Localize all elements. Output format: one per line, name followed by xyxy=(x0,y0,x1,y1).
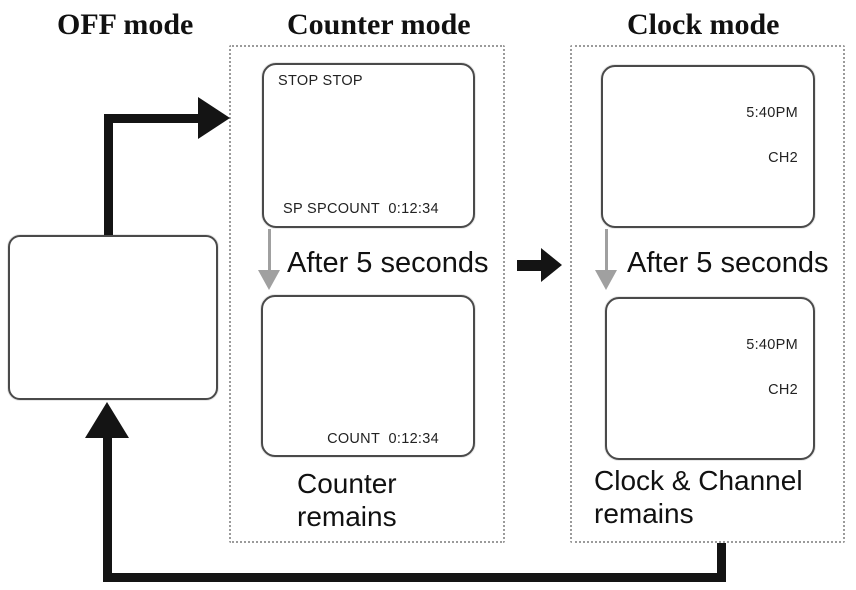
clock-osd-bottom: 5:40PM CH2 xyxy=(746,308,798,428)
counter-caption-line1: Counter xyxy=(297,468,397,499)
clock-osd-top: 5:40PM CH2 xyxy=(746,76,798,196)
counter-remaining-osd-text: COUNT 0:12:34 xyxy=(327,431,439,447)
off-mode-screen xyxy=(8,235,218,400)
clock-transition-label: After 5 seconds xyxy=(627,247,829,279)
counter-caption: Counter remains xyxy=(297,467,397,533)
return-arrow-right-vertical xyxy=(717,543,726,582)
counter-status-text: STOP STOP xyxy=(278,73,363,89)
counter-screen-stopped: STOP STOP SP SPCOUNT 0:12:34 xyxy=(262,63,475,228)
clock-channel-text: CH2 xyxy=(768,382,798,398)
counter-transition-label: After 5 seconds xyxy=(287,247,489,279)
return-arrow-horizontal xyxy=(103,573,726,582)
clock-time-text: 5:40PM xyxy=(746,337,798,353)
arrow-right-icon xyxy=(541,248,562,282)
arrow-down-icon xyxy=(258,270,280,290)
off-mode-title: OFF mode xyxy=(57,8,194,41)
after-seconds-down-arrow-line-clock xyxy=(605,229,608,272)
off-to-counter-arrow-horizontal xyxy=(104,114,199,123)
clock-screen-initial: 5:40PM CH2 xyxy=(601,65,815,228)
counter-osd-text: SP SPCOUNT 0:12:34 xyxy=(283,201,439,217)
after-seconds-down-arrow-line-counter xyxy=(268,229,271,272)
clock-mode-title: Clock mode xyxy=(627,8,780,41)
arrow-right-icon xyxy=(198,97,230,139)
mode-change-arrow-shaft xyxy=(517,260,543,271)
return-arrow-left-vertical xyxy=(103,437,112,582)
arrow-down-icon xyxy=(595,270,617,290)
off-to-counter-arrow-vertical xyxy=(104,114,113,235)
counter-caption-line2: remains xyxy=(297,501,397,532)
clock-screen-remains: 5:40PM CH2 xyxy=(605,297,815,460)
clock-channel-text: CH2 xyxy=(768,150,798,166)
arrow-up-icon xyxy=(85,402,129,438)
counter-mode-title: Counter mode xyxy=(287,8,471,41)
clock-caption-line1: Clock & Channel xyxy=(594,465,803,496)
clock-time-text: 5:40PM xyxy=(746,105,798,121)
clock-caption-line2: remains xyxy=(594,498,694,529)
counter-screen-remains: COUNT 0:12:34 xyxy=(261,295,475,457)
clock-caption: Clock & Channel remains xyxy=(594,464,803,530)
